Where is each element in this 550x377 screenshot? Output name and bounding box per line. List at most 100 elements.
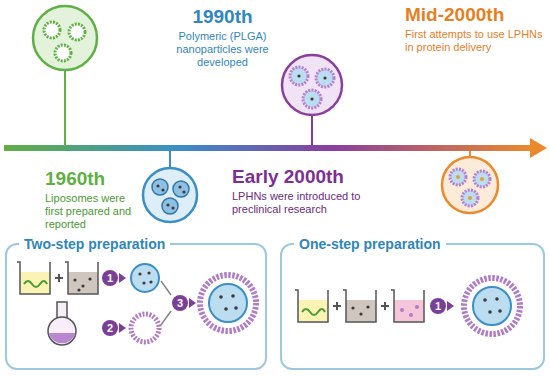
drug-dot — [483, 298, 487, 302]
flask — [48, 317, 76, 345]
icon-circle — [33, 6, 97, 70]
lphn-core — [473, 287, 511, 325]
icon-circle — [143, 168, 197, 222]
step-number-text: 2 — [107, 322, 113, 334]
lphn — [316, 69, 334, 87]
method-panel: One-step preparation1 — [280, 243, 545, 370]
drug-dot — [234, 306, 238, 310]
stem-line — [311, 115, 313, 145]
polymer-strand — [302, 309, 325, 315]
lipid-dot — [409, 313, 413, 317]
drug-dot — [77, 288, 80, 291]
drug-dot — [495, 297, 499, 301]
beaker — [391, 290, 424, 322]
liposome-icon — [33, 6, 97, 146]
timeline-year: Mid-2000th — [405, 4, 504, 26]
merge-line — [161, 311, 171, 325]
step-number-text: 1 — [107, 272, 113, 284]
drug-dot — [81, 284, 84, 287]
stem-line — [64, 70, 66, 146]
nanoparticle — [173, 181, 189, 197]
drug-dot — [488, 310, 492, 314]
drug-dot — [142, 281, 145, 284]
icon-circle — [442, 157, 498, 213]
lphn-shell — [464, 278, 520, 334]
step-pointer — [189, 298, 196, 308]
beaker — [295, 290, 328, 322]
panel-heading: One-step preparation — [294, 235, 446, 253]
polymer-nanoparticle — [131, 264, 159, 292]
drug-dot — [156, 184, 159, 187]
drug-dot — [219, 295, 223, 299]
timeline-year: Early 2000th — [232, 166, 344, 188]
drug-dot — [138, 272, 141, 275]
timeline-year: 1990th — [165, 6, 280, 28]
timeline-note: Polymeric (PLGA) nanoparticles were deve… — [165, 30, 280, 69]
drug-dot — [149, 280, 152, 283]
drug-dot — [351, 306, 354, 309]
beaker-liquid — [394, 300, 424, 322]
drug-dot — [224, 307, 228, 311]
drug-dot — [161, 188, 164, 191]
flask-neck — [57, 302, 67, 318]
beaker-liquid — [20, 272, 50, 294]
one-step-illustration — [295, 278, 520, 334]
stem-line — [169, 151, 171, 168]
polymer-strand — [24, 281, 47, 287]
step-pointer — [119, 273, 126, 283]
drug-dot — [171, 206, 174, 209]
drug-dot — [88, 277, 91, 280]
drug-dot — [323, 76, 326, 79]
two-step-illustration — [17, 262, 256, 345]
lipid-dot — [415, 305, 419, 309]
step-number: 3 — [172, 295, 188, 311]
lphn-core — [209, 284, 247, 322]
beaker-liquid — [298, 300, 328, 322]
timeline-note: First attempts to use LPHNs in protein d… — [405, 28, 545, 54]
beaker — [343, 290, 376, 322]
liposome — [131, 314, 159, 342]
merge-line — [161, 281, 171, 295]
timeline-bar — [4, 145, 532, 151]
drug-dot — [231, 294, 235, 298]
drug-dot — [366, 305, 369, 308]
plus-symbol — [384, 302, 386, 310]
timeline-note: LPHNs were introduced to preclinical res… — [232, 190, 397, 216]
drug-dot — [166, 203, 169, 206]
step-number: 1 — [430, 298, 446, 314]
liposome — [55, 45, 71, 61]
step-number-text: 3 — [177, 297, 183, 309]
plus-symbol — [336, 302, 338, 310]
drug-dot — [147, 271, 150, 274]
protein-dot — [456, 175, 460, 179]
beaker — [17, 262, 50, 294]
lipid-film — [49, 333, 76, 343]
drug-dot — [498, 309, 502, 313]
step-pointer — [447, 301, 454, 311]
drug-dot — [359, 312, 362, 315]
lphn — [462, 190, 478, 206]
drug-dot — [297, 74, 300, 77]
step-pointer — [119, 323, 126, 333]
drug-dot — [182, 190, 185, 193]
lipid-dot — [400, 308, 404, 312]
liposome — [44, 22, 60, 38]
lphn — [474, 171, 490, 187]
protein-dot — [468, 196, 472, 200]
plus-symbol — [58, 274, 60, 282]
timeline-arrowhead — [530, 138, 547, 158]
lphn — [303, 90, 321, 108]
nanoparticle — [162, 198, 178, 214]
step-number-text: 1 — [435, 300, 441, 312]
liposome — [69, 24, 85, 40]
lphn-icon — [282, 55, 342, 145]
panel-heading: Two-step preparation — [19, 235, 170, 253]
icon-circle — [282, 55, 342, 115]
beaker-liquid — [346, 300, 376, 322]
drug-dot — [73, 278, 76, 281]
drug-dot — [178, 185, 181, 188]
beaker-liquid — [68, 272, 98, 294]
timeline-year: 1960th — [45, 168, 105, 190]
lphn — [290, 67, 308, 85]
lphn — [450, 169, 466, 185]
